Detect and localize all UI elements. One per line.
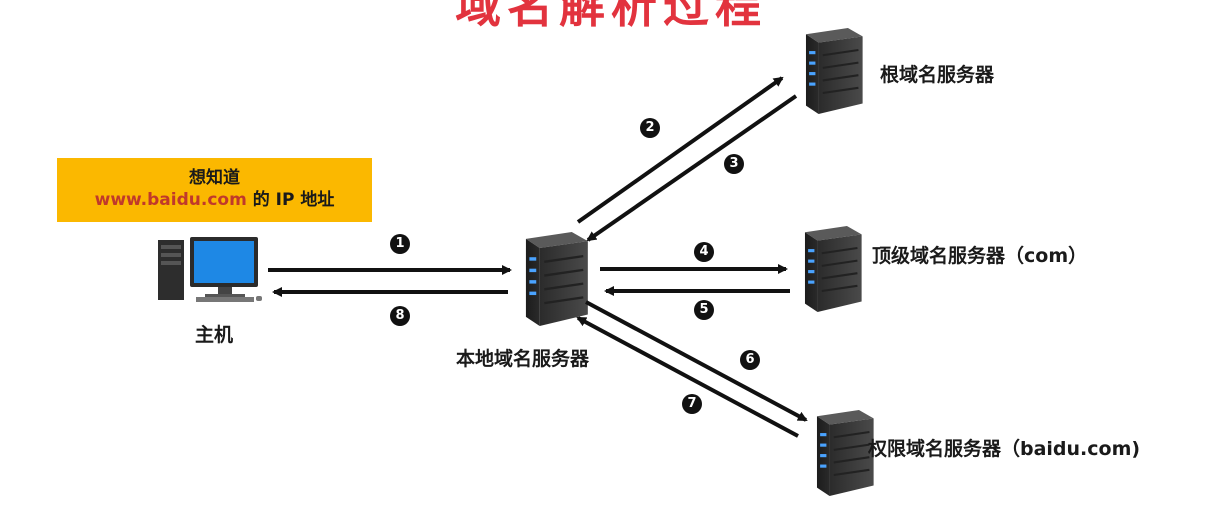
local-dns-server-icon (524, 232, 588, 326)
host-computer-icon (158, 237, 262, 302)
arrow-step-6 (585, 300, 808, 422)
host-label: 主机 (195, 324, 234, 346)
arrow-step-7 (576, 316, 799, 438)
step-3-badge: 3 (724, 154, 744, 174)
step-1-badge: 1 (390, 234, 410, 254)
step-8-badge: 8 (390, 306, 410, 326)
step-5-badge: 5 (694, 300, 714, 320)
root-dns-label: 根域名服务器 (880, 64, 995, 86)
note-url: www.baidu.com (94, 190, 247, 210)
tld-dns-server-icon (803, 226, 862, 312)
auth-dns-server-icon (815, 410, 874, 496)
note-suffix: 的 IP 地址 (246, 190, 335, 210)
diagram-title: 域名解析过程 (455, 0, 767, 33)
arrow-step-2 (576, 76, 784, 224)
note-line1: 想知道 (189, 168, 240, 188)
tld-dns-label: 顶级域名服务器（com） (872, 245, 1088, 267)
step-6-badge: 6 (740, 350, 760, 370)
step-7-badge: 7 (682, 394, 702, 414)
arrow-step-3 (586, 94, 798, 242)
local-dns-label: 本地域名服务器 (456, 348, 590, 370)
root-dns-server-icon (804, 28, 863, 114)
step-2-badge: 2 (640, 118, 660, 138)
step-4-badge: 4 (694, 242, 714, 262)
question-note: 想知道 www.baidu.com 的 IP 地址 (57, 158, 372, 222)
auth-dns-label: 权限域名服务器（baidu.com) (868, 438, 1141, 460)
